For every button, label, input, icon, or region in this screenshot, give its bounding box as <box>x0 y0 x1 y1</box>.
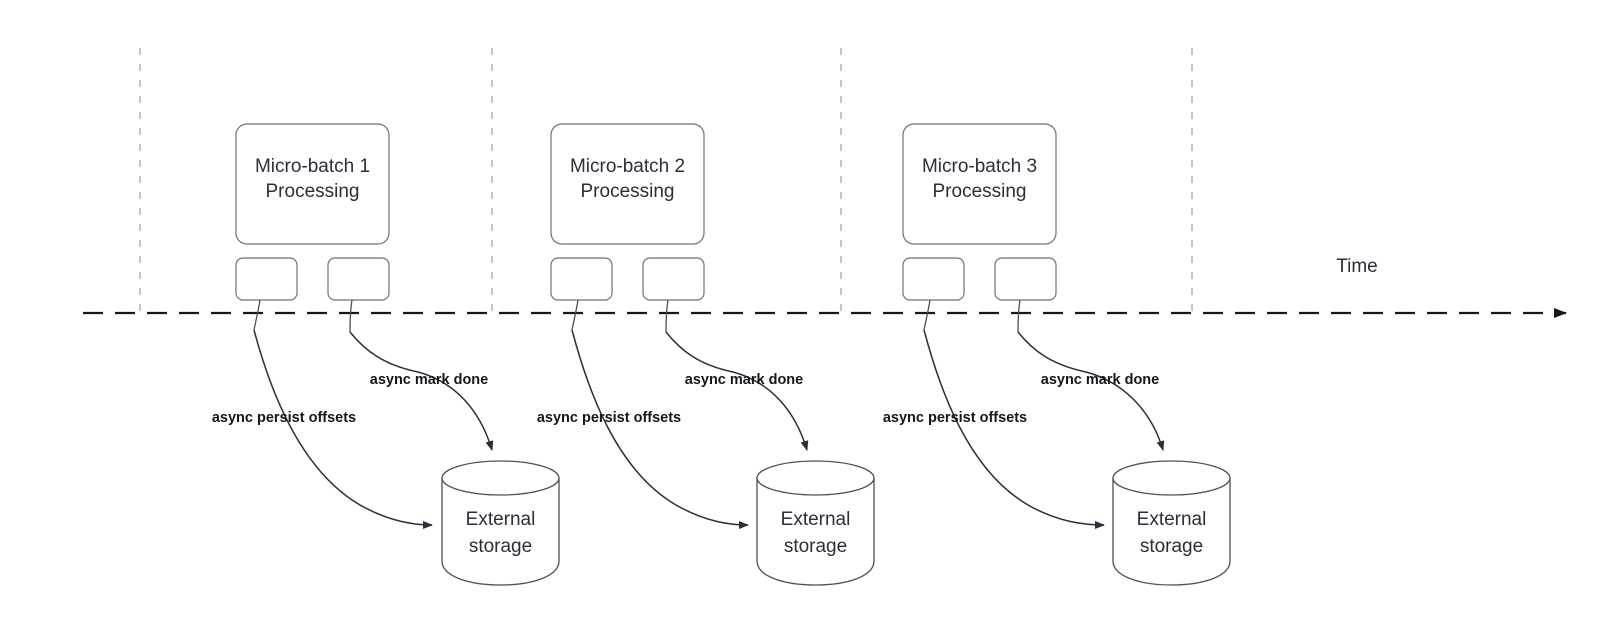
micro-batch-1-box[interactable] <box>235 123 390 245</box>
external-storage-3-body <box>1112 477 1231 586</box>
external-storage-2[interactable]: External storage <box>756 460 875 586</box>
time-axis-label: Time <box>1336 256 1378 277</box>
external-storage-1[interactable]: External storage <box>441 460 560 586</box>
micro-batch-2-persist-offsets-arrow <box>571 329 749 529</box>
external-storage-2-label-line2: storage <box>784 536 847 557</box>
tick-lines-group <box>139 48 1193 313</box>
micro-batch-3-box[interactable] <box>902 123 1057 245</box>
micro-batch-3-label-line1: Micro-batch 3 <box>922 156 1037 177</box>
micro-batch-3-mark-done-task[interactable] <box>994 257 1057 301</box>
micro-batch-1-persist-offsets-task[interactable] <box>235 257 298 301</box>
micro-batch-2-group: Micro-batch 2 Processing async persist o… <box>537 123 875 586</box>
micro-batch-3-persist-offsets-label: async persist offsets <box>883 410 1027 426</box>
micro-batch-3-persist-connector <box>923 299 931 331</box>
micro-batch-1-label-line2: Processing <box>266 181 360 202</box>
micro-batch-2-markdone-connector <box>665 299 669 333</box>
external-storage-3-top <box>1112 460 1231 496</box>
external-storage-1-body <box>441 477 560 586</box>
external-storage-3-label-line2: storage <box>1140 536 1203 557</box>
micro-batch-2-persist-connector <box>571 299 579 331</box>
micro-batch-3-markdone-connector <box>1017 299 1021 333</box>
external-storage-2-body <box>756 477 875 586</box>
micro-batch-3-group: Micro-batch 3 Processing async persist o… <box>883 123 1231 586</box>
timeline-axis-group: Time <box>83 256 1567 318</box>
micro-batch-2-persist-offsets-label: async persist offsets <box>537 410 681 426</box>
micro-batch-3-persist-offsets-task[interactable] <box>902 257 965 301</box>
micro-batch-2-mark-done-arrow <box>665 331 809 451</box>
micro-batch-1-markdone-connector <box>349 299 353 333</box>
micro-batch-1-label-line1: Micro-batch 1 <box>255 156 370 177</box>
micro-batch-1-persist-offsets-label: async persist offsets <box>212 410 356 426</box>
micro-batch-2-persist-offsets-task[interactable] <box>550 257 613 301</box>
external-storage-1-label-line1: External <box>466 509 536 530</box>
micro-batch-3-persist-offsets-arrow <box>923 329 1105 529</box>
micro-batch-3-label-line2: Processing <box>933 181 1027 202</box>
micro-batch-1-mark-done-task[interactable] <box>327 257 390 301</box>
micro-batch-1-mark-done-label: async mark done <box>370 372 488 388</box>
external-storage-3[interactable]: External storage <box>1112 460 1231 586</box>
micro-batch-2-box[interactable] <box>550 123 705 245</box>
micro-batch-1-persist-offsets-arrow <box>253 329 433 529</box>
external-storage-1-top <box>441 460 560 496</box>
external-storage-2-top <box>756 460 875 496</box>
external-storage-3-label-line1: External <box>1137 509 1207 530</box>
micro-batch-2-mark-done-task[interactable] <box>642 257 705 301</box>
micro-batch-1-group: Micro-batch 1 Processing async persist o… <box>212 123 560 586</box>
micro-batch-3-mark-done-label: async mark done <box>1041 372 1159 388</box>
external-storage-1-label-line2: storage <box>469 536 532 557</box>
micro-batch-2-mark-done-label: async mark done <box>685 372 803 388</box>
micro-batch-2-label-line2: Processing <box>581 181 675 202</box>
external-storage-2-label-line1: External <box>781 509 851 530</box>
micro-batch-1-mark-done-arrow <box>349 331 494 451</box>
micro-batch-2-label-line1: Micro-batch 2 <box>570 156 685 177</box>
micro-batch-1-persist-connector <box>253 299 261 331</box>
micro-batch-3-mark-done-arrow <box>1017 331 1165 451</box>
